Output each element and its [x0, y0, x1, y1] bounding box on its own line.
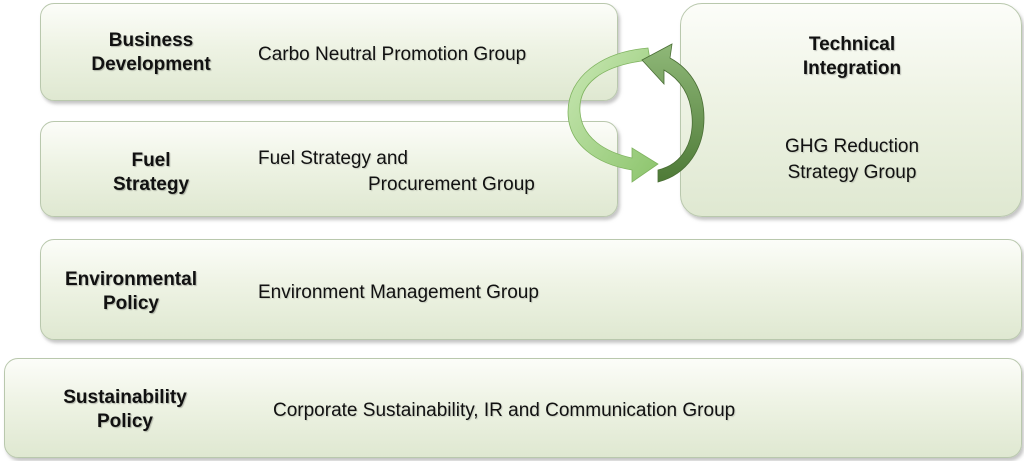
fuel-strategy-header: Fuel Strategy [81, 149, 221, 197]
group-line: Corporate Sustainability, IR and Communi… [273, 400, 736, 421]
header-line: Business [108, 30, 194, 51]
header-line: Development [91, 54, 211, 75]
business-development-box: Business Development Carbo Neutral Promo… [40, 3, 618, 101]
technical-integration-header: Technical Integration [681, 33, 1023, 81]
group-line: Strategy Group [787, 162, 917, 183]
header-line: Policy [103, 293, 159, 314]
header-line: Policy [97, 411, 153, 432]
circular-arrows-icon [567, 43, 705, 183]
header-line: Strategy [112, 174, 190, 195]
cycle-arrow-light [567, 47, 659, 183]
group-line: GHG Reduction [784, 136, 920, 157]
environmental-policy-group: Environment Management Group [258, 280, 539, 306]
group-line: Environment Management Group [258, 282, 539, 303]
fuel-strategy-group: Fuel Strategy and Procurement Group [258, 146, 535, 198]
cycle-arrow-dark [641, 43, 705, 183]
sustainability-policy-group: Corporate Sustainability, IR and Communi… [273, 398, 735, 424]
group-line: Carbo Neutral Promotion Group [258, 44, 527, 65]
technical-integration-group: GHG Reduction Strategy Group [681, 134, 1023, 186]
header-line: Integration [802, 58, 902, 79]
business-development-header: Business Development [81, 29, 221, 77]
environmental-policy-box: Environmental Policy Environment Managem… [40, 239, 1022, 340]
sustainability-policy-box: Sustainability Policy Corporate Sustaina… [4, 358, 1022, 458]
business-development-group: Carbo Neutral Promotion Group [258, 42, 526, 68]
technical-integration-box: Technical Integration GHG Reduction Stra… [680, 3, 1022, 217]
environmental-policy-header: Environmental Policy [51, 268, 211, 316]
fuel-strategy-box: Fuel Strategy Fuel Strategy and Procurem… [40, 121, 618, 217]
header-line: Environmental [65, 269, 197, 290]
group-line: Procurement Group [368, 174, 535, 195]
header-line: Technical [808, 34, 896, 55]
header-line: Sustainability [63, 387, 187, 408]
header-line: Fuel [131, 150, 171, 171]
group-line: Fuel Strategy and [258, 148, 408, 169]
sustainability-policy-header: Sustainability Policy [45, 386, 205, 434]
